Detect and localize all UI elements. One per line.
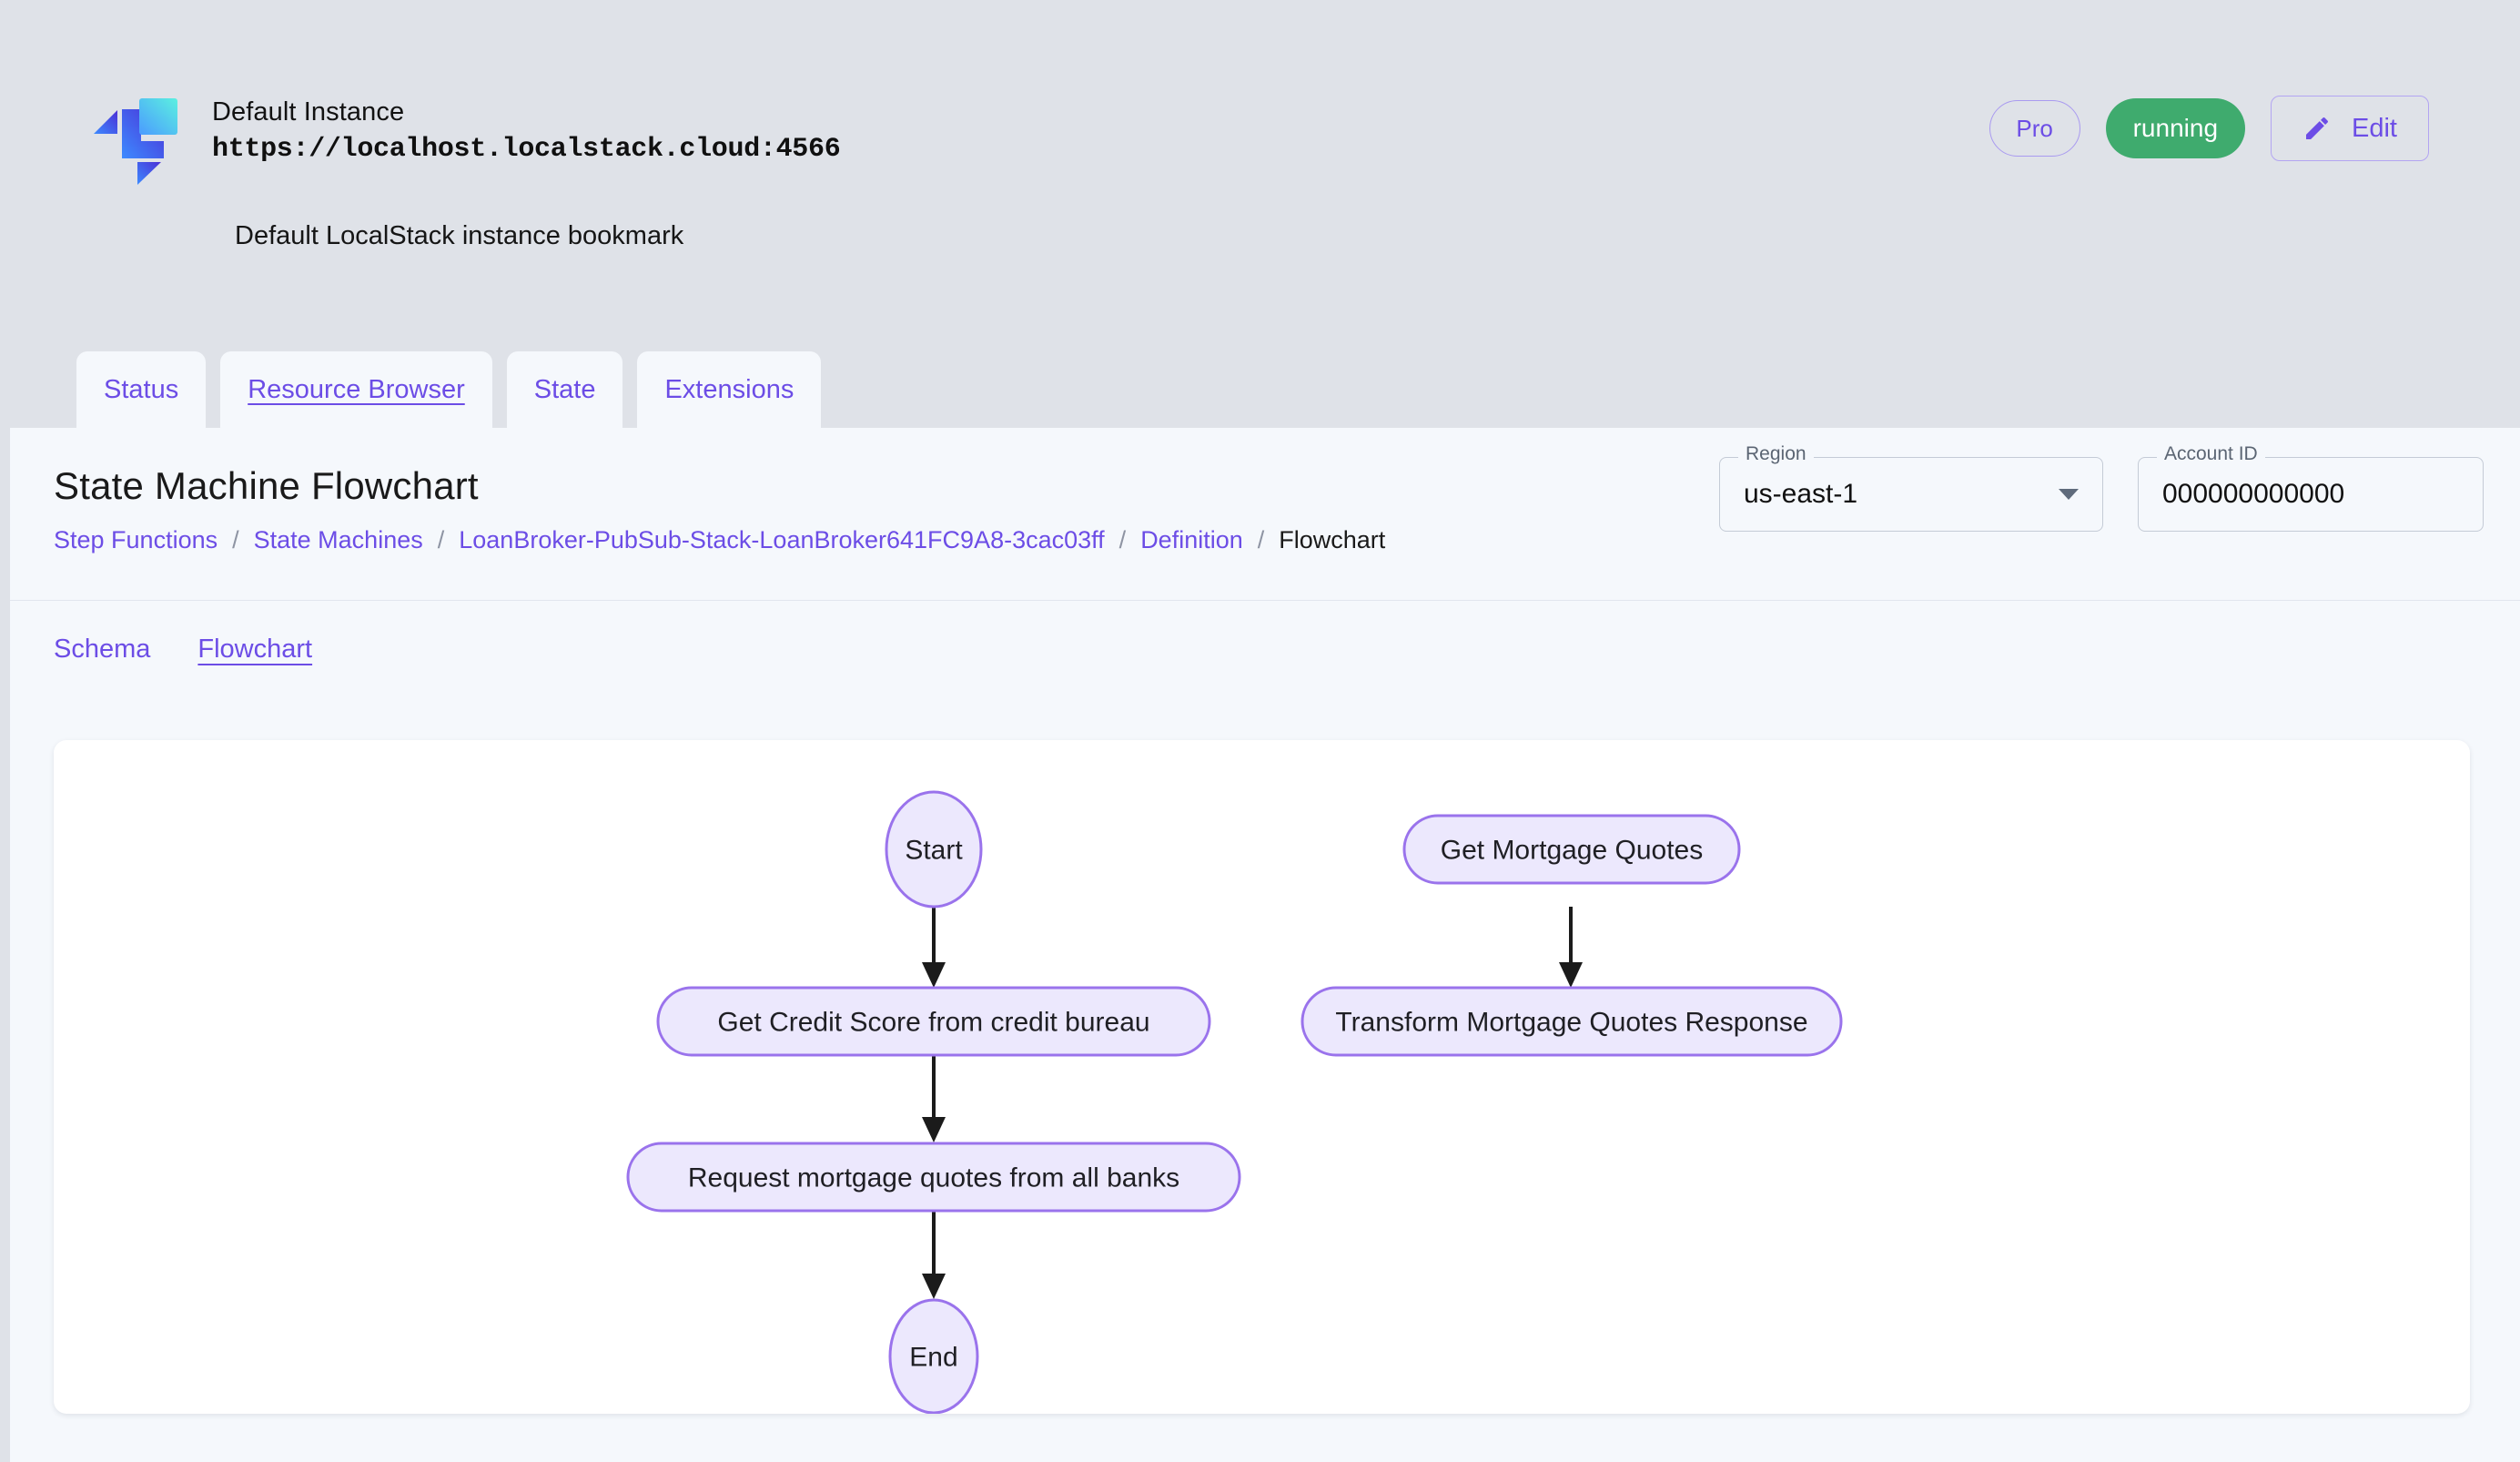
tab-extensions[interactable]: Extensions: [637, 351, 822, 428]
subtab-schema[interactable]: Schema: [54, 635, 151, 664]
flow-node-transform-mortgage-quotes-response[interactable]: Transform Mortgage Quotes Response: [1300, 986, 1843, 1057]
breadcrumb-separator: /: [1118, 526, 1127, 553]
flow-node-start-label: Start: [905, 836, 963, 866]
breadcrumb-state-machine-name[interactable]: LoanBroker-PubSub-Stack-LoanBroker641FC9…: [459, 526, 1105, 553]
secondary-tabs: Schema Flowchart: [10, 601, 2520, 698]
breadcrumb: Step Functions / State Machines / LoanBr…: [54, 526, 1385, 554]
tab-status[interactable]: Status: [76, 351, 207, 428]
flow-node-request-mortgage-quotes[interactable]: Request mortgage quotes from all banks: [626, 1142, 1241, 1213]
flow-node-end[interactable]: End: [888, 1298, 979, 1414]
flow-edge-quotes-to-transform: [1559, 907, 1583, 988]
content-panel: State Machine Flowchart Step Functions /…: [10, 428, 2520, 1462]
breadcrumb-state-machines[interactable]: State Machines: [253, 526, 423, 553]
breadcrumb-definition[interactable]: Definition: [1140, 526, 1243, 553]
flow-edge-request-to-end: [922, 1211, 946, 1299]
flow-node-get-credit-score-label: Get Credit Score from credit bureau: [717, 1008, 1149, 1038]
header-actions: Pro running Edit: [1989, 96, 2429, 161]
flowchart-diagram: Start Get Credit Score from credit burea…: [626, 790, 1843, 1414]
flow-node-get-mortgage-quotes[interactable]: Get Mortgage Quotes: [1402, 814, 1741, 885]
account-id-value: 000000000000: [2162, 479, 2345, 509]
breadcrumb-separator: /: [1257, 526, 1265, 553]
chevron-down-icon: [2059, 489, 2079, 500]
edit-button-label: Edit: [2352, 113, 2397, 143]
edit-button[interactable]: Edit: [2271, 96, 2429, 161]
localstack-logo-icon: [94, 98, 177, 185]
flow-node-get-credit-score[interactable]: Get Credit Score from credit bureau: [656, 986, 1211, 1057]
account-id-label: Account ID: [2157, 444, 2265, 463]
left-edge-strip: [0, 428, 10, 1462]
status-badge: running: [2105, 98, 2246, 158]
account-id-field[interactable]: Account ID 000000000000: [2138, 444, 2484, 532]
filter-fields: Region us-east-1 Account ID 000000000000: [1719, 444, 2484, 532]
page-header: State Machine Flowchart Step Functions /…: [10, 428, 2520, 601]
app-header: Default Instance https://localhost.local…: [0, 0, 2520, 428]
flowchart-card: Start Get Credit Score from credit burea…: [54, 740, 2470, 1414]
breadcrumb-separator: /: [437, 526, 445, 553]
pencil-icon: [2306, 117, 2329, 139]
tab-resource-browser[interactable]: Resource Browser: [220, 351, 492, 428]
region-select[interactable]: Region us-east-1: [1719, 444, 2103, 532]
breadcrumb-flowchart: Flowchart: [1279, 526, 1386, 553]
region-value: us-east-1: [1744, 479, 1858, 509]
primary-tabs: Status Resource Browser State Extensions: [76, 351, 822, 428]
breadcrumb-step-functions[interactable]: Step Functions: [54, 526, 218, 553]
flow-node-transform-label: Transform Mortgage Quotes Response: [1335, 1008, 1807, 1038]
page-title: State Machine Flowchart: [54, 464, 479, 507]
subtab-flowchart[interactable]: Flowchart: [197, 635, 313, 664]
flow-node-get-mortgage-quotes-label: Get Mortgage Quotes: [1441, 836, 1704, 866]
region-label: Region: [1738, 444, 1814, 463]
flow-node-end-label: End: [909, 1343, 957, 1373]
instance-summary: Default Instance https://localhost.local…: [86, 86, 841, 187]
instance-description: Default LocalStack instance bookmark: [235, 221, 684, 250]
flow-edge-start-to-credit: [922, 907, 946, 988]
instance-url: https://localhost.localstack.cloud:4566: [212, 133, 841, 165]
flow-node-request-mortgage-quotes-label: Request mortgage quotes from all banks: [688, 1163, 1179, 1193]
pro-badge: Pro: [1989, 100, 2080, 157]
flow-edge-credit-to-request: [922, 1054, 946, 1142]
instance-name: Default Instance: [212, 97, 405, 127]
breadcrumb-separator: /: [232, 526, 239, 553]
tab-state[interactable]: State: [506, 351, 623, 428]
flow-node-start[interactable]: Start: [885, 790, 983, 909]
